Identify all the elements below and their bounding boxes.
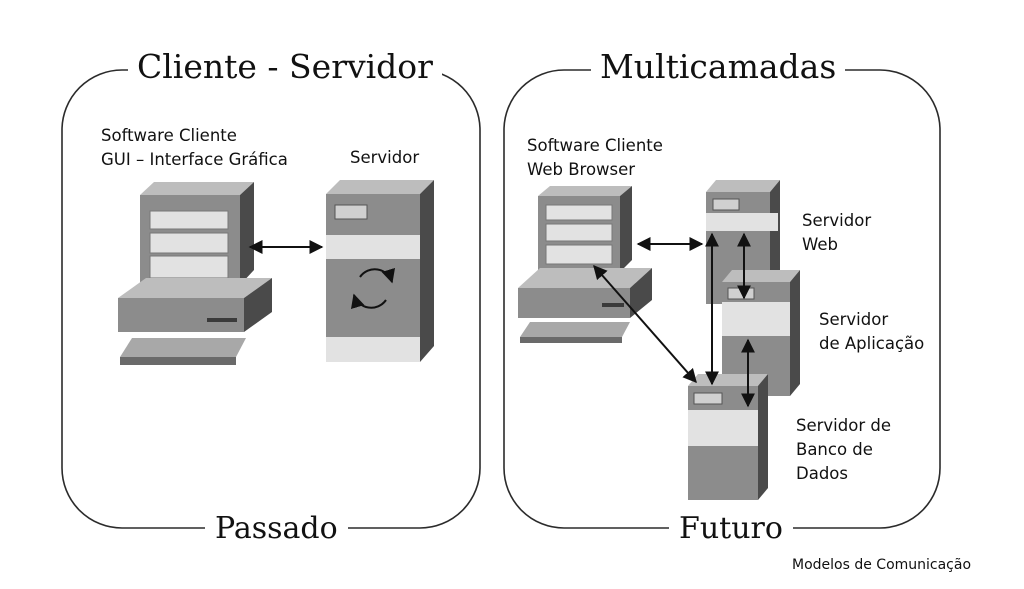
left-panel-title: Cliente - Servidor — [128, 48, 442, 86]
server-tower-icon — [326, 180, 434, 362]
browser-client-label-line-1: Software Cliente — [527, 136, 663, 155]
browser-client-label: Software Cliente Web Browser — [527, 134, 663, 182]
app-server-label-line-1: Servidor — [819, 310, 889, 329]
client-software-label-line-2: GUI – Interface Gráfica — [101, 150, 288, 169]
figure-caption: Modelos de Comunicação — [792, 557, 972, 573]
web-server-label-line-1: Servidor — [802, 211, 872, 230]
client-software-label: Software Cliente GUI – Interface Gráfica — [101, 124, 288, 172]
left-panel-footer: Passado — [205, 511, 348, 547]
client-software-label-line-1: Software Cliente — [101, 126, 237, 145]
db-server-label-line-1: Servidor de — [796, 416, 891, 435]
browser-client-label-line-2: Web Browser — [527, 160, 636, 179]
database-server-icon — [688, 374, 768, 500]
db-server-label-line-3: Dados — [796, 464, 848, 483]
app-server-label: Servidor de Aplicação — [819, 308, 924, 356]
web-server-label: Servidor Web — [802, 209, 871, 257]
db-server-label: Servidor de Banco de Dados — [796, 414, 891, 486]
browser-client-computer-icon — [518, 186, 652, 343]
server-label: Servidor — [350, 148, 420, 167]
client-computer-icon — [118, 182, 272, 365]
browser-db-arrow — [593, 264, 697, 384]
right-panel-title: Multicamadas — [591, 48, 846, 86]
web-server-label-line-2: Web — [802, 235, 838, 254]
app-server-label-line-2: de Aplicação — [819, 334, 925, 353]
right-panel-footer: Futuro — [669, 511, 793, 547]
db-server-label-line-2: Banco de — [796, 440, 873, 459]
